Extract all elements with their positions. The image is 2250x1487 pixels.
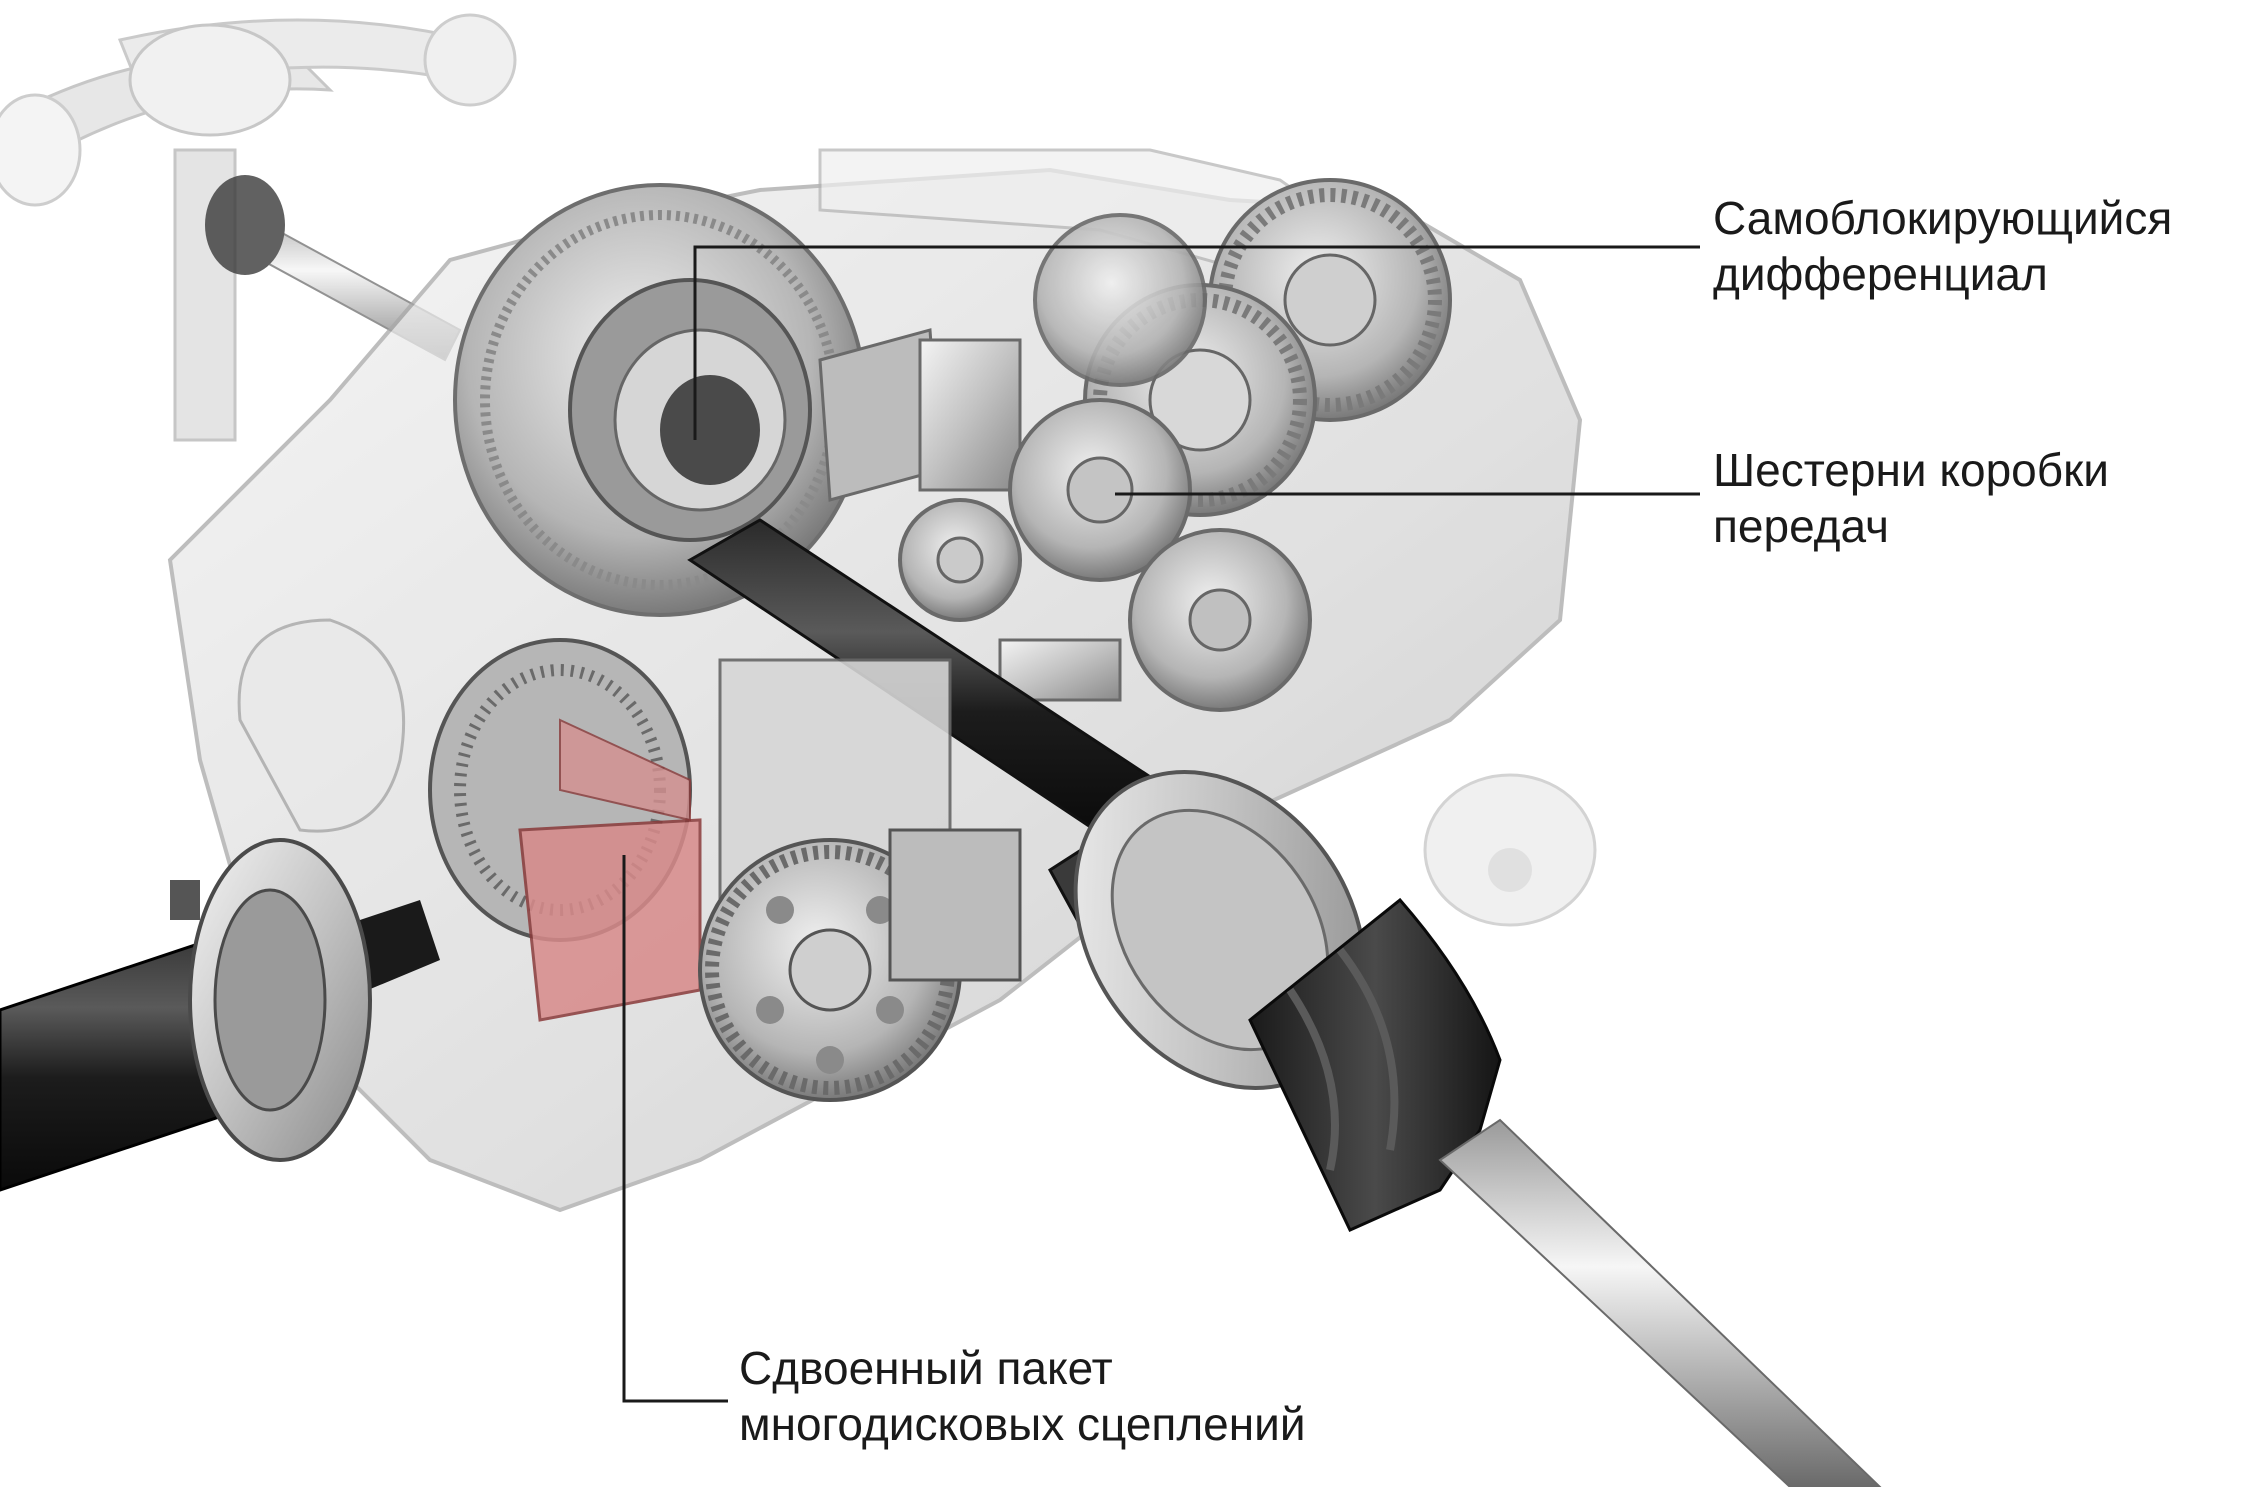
callout-gears-line2: передач: [1713, 500, 1890, 552]
callout-differential-line1: Самоблокирующийся: [1713, 192, 2173, 244]
callout-differential: Самоблокирующийся дифференциал: [1713, 190, 2172, 302]
gearset-cluster: [898, 178, 1452, 712]
leader-lines: [622, 245, 1700, 1403]
callout-clutch: Сдвоенный пакет многодисковых сцеплений: [739, 1340, 1306, 1452]
pinion-gear: [818, 328, 1022, 502]
cv-boot: [1248, 897, 1502, 1232]
leader-line-clutch: [622, 855, 728, 1403]
callout-gears: Шестерни коробки передач: [1713, 442, 2109, 554]
left-output-shaft: [0, 838, 440, 1192]
suspension-arm: [0, 13, 1597, 927]
differential-ring-gear: [453, 183, 867, 617]
leader-line-differential: [693, 245, 1700, 440]
callout-clutch-line2: многодисковых сцеплений: [739, 1398, 1306, 1450]
callout-differential-line2: дифференциал: [1713, 248, 2048, 300]
transfer-gear: [698, 828, 1022, 1102]
callout-clutch-line1: Сдвоенный пакет: [739, 1342, 1113, 1394]
callout-gears-line1: Шестерни коробки: [1713, 444, 2109, 496]
right-axle-rod: [1438, 1118, 1882, 1487]
